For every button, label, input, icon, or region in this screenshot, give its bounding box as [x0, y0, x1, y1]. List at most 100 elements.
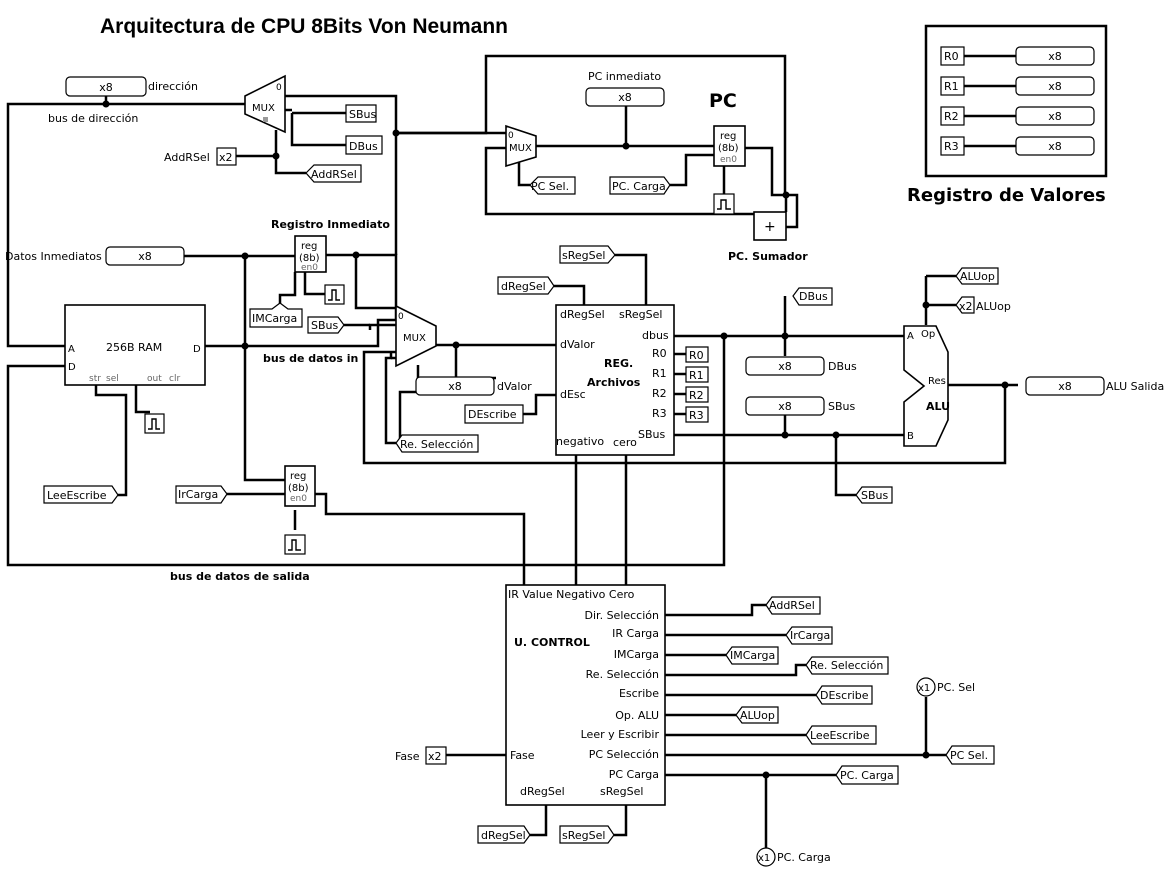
svg-text:x8: x8: [778, 400, 792, 413]
tag-dbus-alu[interactable]: DBus: [792, 287, 833, 306]
tag-dregsel-bottom[interactable]: dRegSel: [477, 825, 531, 844]
registro-valores-panel: R0 R1 R2 R3 x8 x8 x8 x8: [924, 24, 1108, 178]
svg-text:IrCarga: IrCarga: [178, 488, 218, 501]
tag-r1-out[interactable]: R1: [685, 366, 709, 383]
svg-text:x2: x2: [959, 300, 973, 313]
svg-text:Re. Selección: Re. Selección: [400, 438, 473, 451]
svg-text:dRegSel: dRegSel: [560, 308, 605, 321]
tag-dbus-address[interactable]: DBus: [345, 135, 383, 155]
pc-adder: +: [753, 211, 787, 241]
tag-sbus-alu[interactable]: SBus: [855, 486, 893, 504]
tag-sregsel-bottom[interactable]: sRegSel: [559, 825, 615, 844]
svg-text:ALUop: ALUop: [740, 709, 775, 722]
svg-text:reg: reg: [720, 131, 736, 142]
tag-describe-out[interactable]: DEscribe: [815, 685, 873, 705]
svg-text:AddRSel: AddRSel: [311, 168, 357, 181]
svg-text:ALUop: ALUop: [960, 270, 995, 283]
dvalor-label: dValor: [497, 380, 532, 393]
fase-x2-input[interactable]: x2: [425, 746, 447, 765]
svg-text:0: 0: [398, 312, 404, 322]
svg-text:Re. Selección: Re. Selección: [810, 659, 883, 672]
pc-register[interactable]: reg (8b) en0: [713, 125, 746, 167]
pc-mux[interactable]: 0 MUX: [505, 124, 537, 168]
svg-text:PC Sel.: PC Sel.: [531, 180, 569, 193]
svg-text:R0: R0: [689, 349, 704, 362]
svg-text:Archivos: Archivos: [587, 376, 641, 389]
tag-re-seleccion[interactable]: Re. Selección: [395, 434, 479, 453]
tag-leeescribe[interactable]: LeeEscribe: [43, 485, 119, 504]
pc-clock-icon: [713, 193, 735, 215]
tag-addrsel-out[interactable]: AddRSel: [765, 596, 821, 615]
tag-imcarga[interactable]: IMCarga: [249, 302, 303, 328]
svg-text:R2: R2: [944, 110, 959, 123]
ram-clock-icon: [144, 413, 165, 434]
tag-describe[interactable]: DEscribe: [464, 404, 524, 424]
dbus-label: DBus: [828, 360, 857, 373]
tag-leeescribe-out[interactable]: LeeEscribe: [805, 725, 877, 745]
dvalor-x8-display: x8: [415, 376, 495, 396]
tag-ircarga[interactable]: IrCarga: [175, 485, 228, 504]
junctions: [102, 100, 1009, 779]
svg-text:R0: R0: [652, 347, 667, 360]
svg-text:Op: Op: [921, 329, 935, 340]
svg-text:SBus: SBus: [861, 489, 889, 502]
immediate-clock-icon: [324, 284, 345, 305]
ram-256b[interactable]: 256B RAM A D D str sel out clr: [64, 304, 206, 386]
immediate-register[interactable]: reg (8b) en0: [294, 235, 327, 273]
svg-text:Leer y Escribir: Leer y Escribir: [581, 728, 660, 741]
data-mux[interactable]: 0 MUX: [395, 304, 437, 368]
pc-sel-probe: x1: [916, 677, 936, 697]
tag-r0-out[interactable]: R0: [685, 346, 709, 363]
svg-text:R3: R3: [689, 409, 704, 422]
control-unit[interactable]: IR Value Negativo Cero U. CONTROL Dir. S…: [505, 584, 666, 806]
svg-text:x8: x8: [448, 380, 462, 393]
tag-aluop-out[interactable]: ALUop: [735, 706, 779, 724]
tag-dregsel-top[interactable]: dRegSel: [497, 276, 555, 295]
svg-text:en0: en0: [720, 155, 737, 165]
svg-text:str: str: [89, 374, 101, 384]
ir-clock-icon: [284, 534, 306, 555]
tag-pc-sel-out[interactable]: PC Sel.: [945, 745, 995, 765]
svg-text:R0: R0: [944, 50, 959, 63]
svg-text:dbus: dbus: [642, 329, 669, 342]
tag-sbus-data[interactable]: SBus: [307, 316, 345, 334]
tag-ircarga-out[interactable]: IrCarga: [785, 626, 833, 645]
svg-text:dRegSel: dRegSel: [501, 280, 546, 293]
datos-inmediatos-label: Datos Inmediatos: [5, 250, 102, 263]
tag-pc-carga-out[interactable]: PC. Carga: [835, 765, 899, 785]
tag-re-seleccion-out[interactable]: Re. Selección: [805, 656, 889, 675]
tag-imcarga-out[interactable]: IMCarga: [725, 646, 779, 665]
address-mux[interactable]: 0 MUX: [244, 74, 286, 134]
ir-register[interactable]: reg (8b) en0: [284, 465, 316, 507]
alu-salida-label: ALU Salida: [1106, 380, 1164, 393]
tag-pc-sel[interactable]: PC Sel.: [529, 176, 576, 195]
svg-text:SBus: SBus: [349, 108, 377, 121]
bus-datos-salida-label: bus de datos de salida: [170, 570, 310, 583]
svg-text:MUX: MUX: [403, 333, 426, 344]
svg-text:R1: R1: [652, 367, 667, 380]
tag-aluop[interactable]: ALUop: [955, 267, 999, 285]
svg-text:R1: R1: [689, 369, 704, 382]
svg-text:x2: x2: [428, 750, 442, 763]
svg-text:Fase: Fase: [510, 749, 535, 762]
svg-text:LeeEscribe: LeeEscribe: [810, 729, 870, 742]
svg-text:dEsc: dEsc: [560, 388, 586, 401]
aluop-x2-input[interactable]: x2: [955, 296, 975, 314]
registro-valores-title: Registro de Valores: [907, 185, 1106, 206]
svg-text:B: B: [907, 431, 914, 442]
datos-inmediatos-x8-input[interactable]: x8: [105, 246, 185, 266]
register-file[interactable]: dRegSel sRegSel dbus dValor REG. Archivo…: [555, 304, 675, 456]
svg-text:LeeEscribe: LeeEscribe: [47, 489, 107, 502]
tag-pc-carga[interactable]: PC. Carga: [609, 176, 671, 195]
tag-sregsel-top[interactable]: sRegSel: [559, 245, 616, 264]
svg-text:(8b): (8b): [288, 483, 309, 494]
tag-addrsel[interactable]: AddRSel: [305, 164, 362, 183]
tag-r2-out[interactable]: R2: [685, 386, 709, 403]
alu[interactable]: A Op Res ALU B: [903, 325, 950, 447]
tag-r3-out[interactable]: R3: [685, 406, 709, 423]
svg-text:DBus: DBus: [799, 290, 828, 303]
addrsel-x2-input[interactable]: x2: [216, 147, 237, 166]
tag-sbus-address[interactable]: SBus: [345, 104, 377, 123]
svg-text:Res: Res: [928, 376, 946, 387]
